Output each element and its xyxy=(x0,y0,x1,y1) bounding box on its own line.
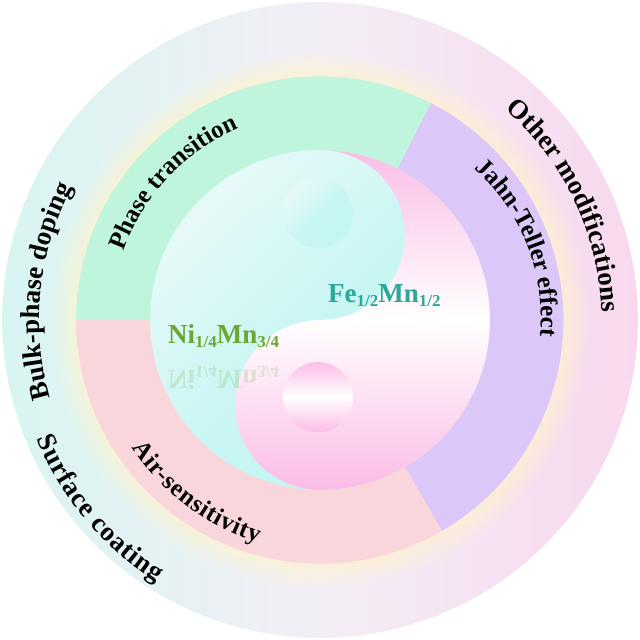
yin-dot xyxy=(283,362,353,432)
ni-mn-formula-reflection: Ni1/4Mn3/4 xyxy=(168,362,279,394)
fe-mn-formula: Fe1/2Mn1/2 xyxy=(328,278,440,310)
yang-dot xyxy=(283,178,353,248)
ni-mn-formula: Ni1/4Mn3/4 xyxy=(168,319,279,351)
